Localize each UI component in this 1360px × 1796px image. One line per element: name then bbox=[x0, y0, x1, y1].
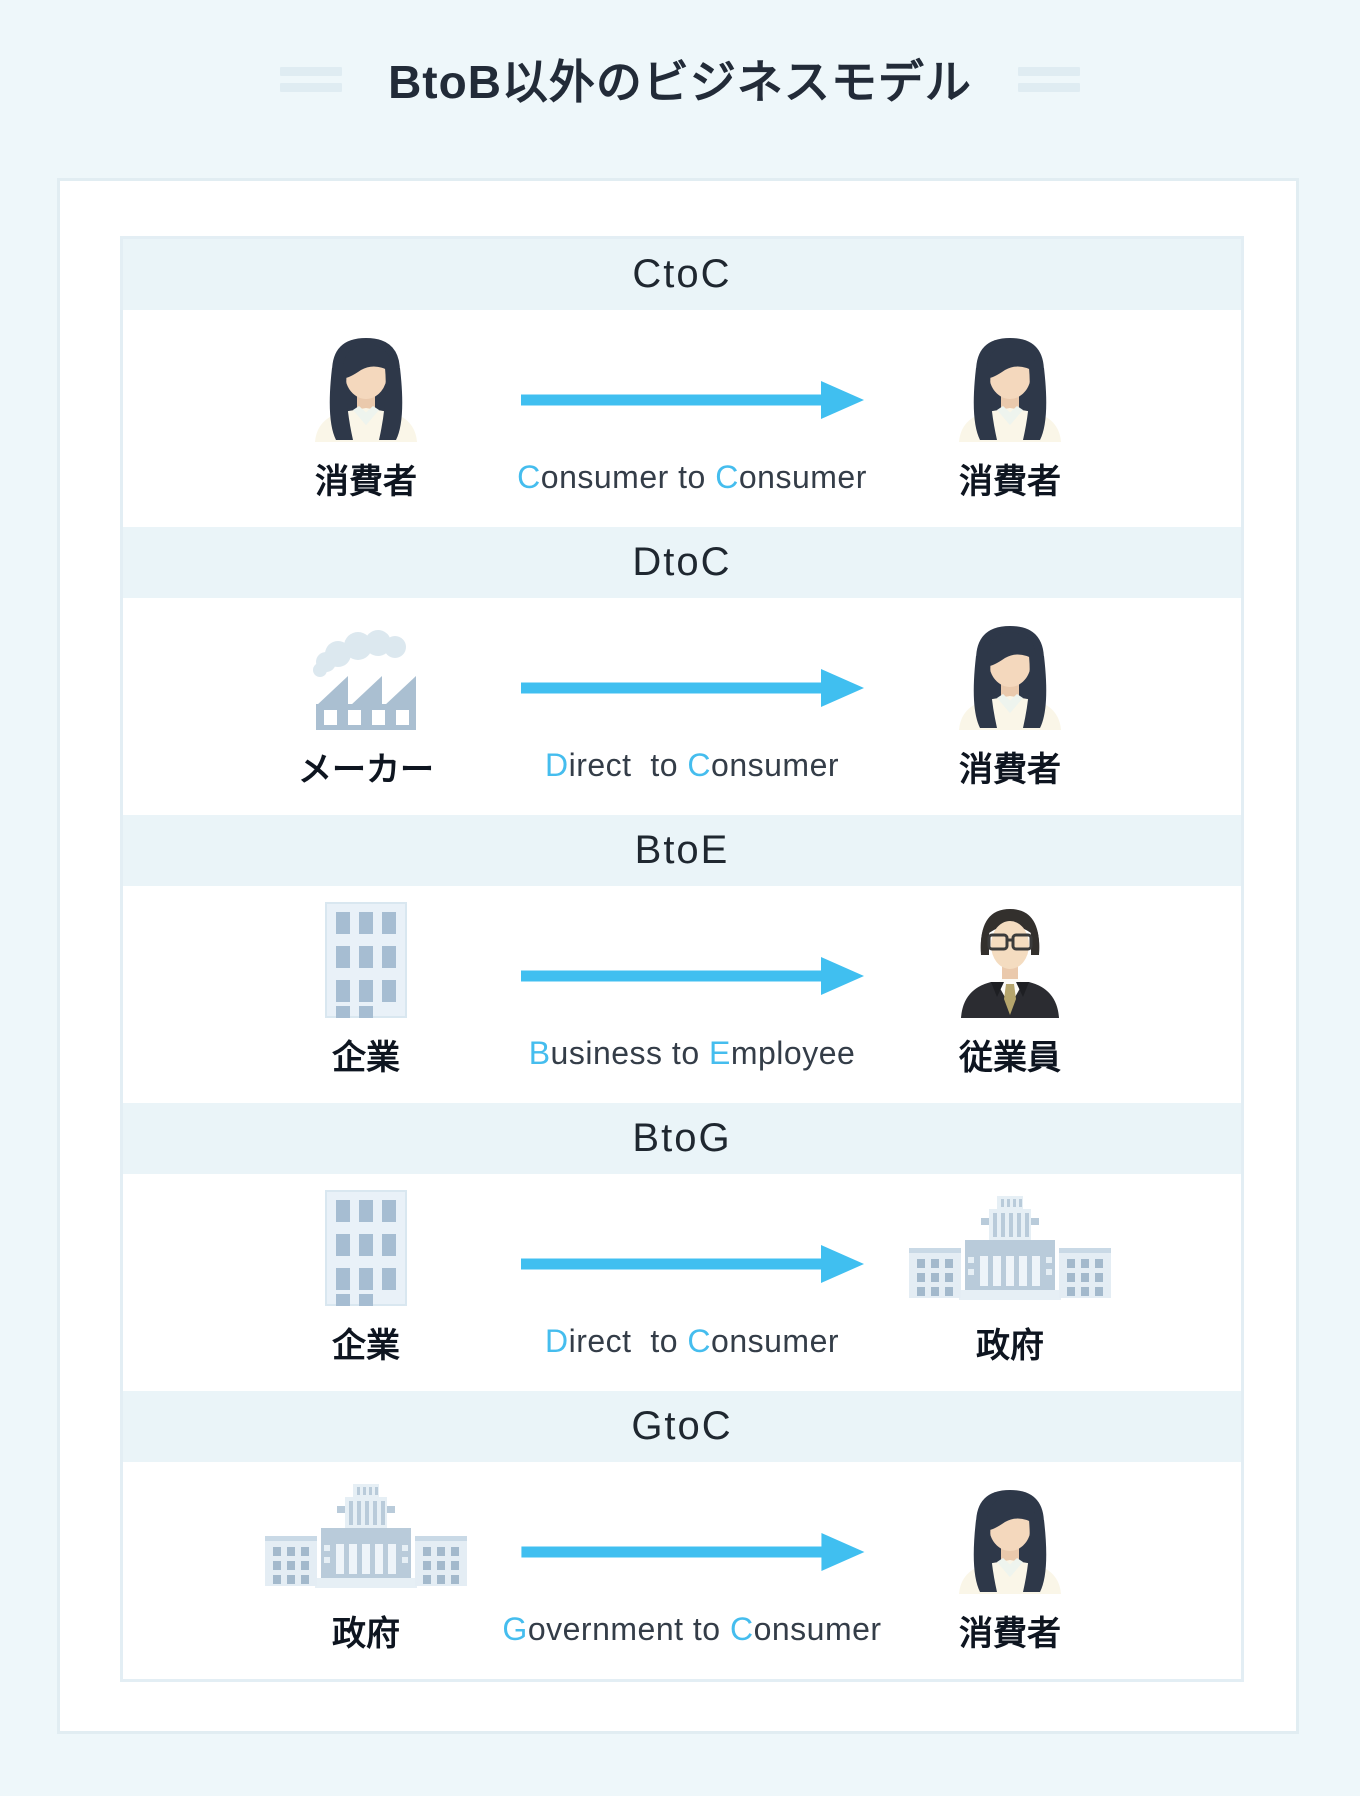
right-entity: 消費者 bbox=[945, 310, 1075, 503]
office-building-icon bbox=[325, 1190, 407, 1306]
woman-avatar-icon bbox=[945, 614, 1075, 730]
relation-caption: Government to Consumer bbox=[502, 1611, 882, 1647]
title-block: BtoB以外のビジネスモデル bbox=[0, 46, 1360, 112]
arrow-right-icon bbox=[517, 954, 867, 998]
right-entity: 消費者 bbox=[945, 1462, 1075, 1655]
row-btoe: BtoE 企業 Business to Employee bbox=[123, 815, 1241, 1103]
left-entity-label: 企業 bbox=[332, 1039, 400, 1077]
title-decoration-right bbox=[1017, 66, 1080, 92]
relation: Government to Consumer bbox=[502, 1462, 881, 1648]
relation: Business to Employee bbox=[517, 886, 867, 1072]
relation-caption: Direct to Consumer bbox=[544, 1323, 840, 1359]
right-entity-label: 消費者 bbox=[959, 1615, 1061, 1653]
business-model-panel: CtoC 消費者 Consumer to Consumer bbox=[120, 236, 1244, 1682]
relation: Direct to Consumer bbox=[517, 598, 867, 784]
left-entity: 企業 bbox=[325, 886, 407, 1079]
arrow-right-icon bbox=[517, 666, 867, 710]
arrow-right-icon bbox=[517, 378, 867, 422]
left-entity: 政府 bbox=[261, 1462, 471, 1655]
content-card: CtoC 消費者 Consumer to Consumer bbox=[57, 178, 1299, 1734]
relation-caption: Business to Employee bbox=[528, 1035, 856, 1071]
row-header: GtoC bbox=[123, 1391, 1241, 1462]
left-entity-label: 消費者 bbox=[315, 463, 417, 501]
right-entity-label: 従業員 bbox=[959, 1039, 1061, 1077]
relation: Direct to Consumer bbox=[517, 1174, 867, 1360]
left-entity: メーカー bbox=[296, 598, 436, 791]
right-entity: 従業員 bbox=[945, 886, 1075, 1079]
woman-avatar-icon bbox=[945, 326, 1075, 442]
left-entity: 消費者 bbox=[301, 310, 431, 503]
row-content: メーカー Direct to Consumer 消費者 bbox=[123, 598, 1241, 815]
row-header: CtoC bbox=[123, 239, 1241, 310]
row-content: 企業 Business to Employee 従業員 bbox=[123, 886, 1241, 1103]
right-entity-label: 政府 bbox=[976, 1327, 1044, 1365]
government-building-icon bbox=[905, 1190, 1115, 1306]
relation-caption: Direct to Consumer bbox=[544, 747, 840, 783]
right-entity-label: 消費者 bbox=[959, 751, 1061, 789]
left-entity: 企業 bbox=[325, 1174, 407, 1367]
row-ctoc: CtoC 消費者 Consumer to Consumer bbox=[123, 239, 1241, 527]
right-entity-label: 消費者 bbox=[959, 463, 1061, 501]
woman-avatar-icon bbox=[945, 1478, 1075, 1594]
left-entity-label: 政府 bbox=[332, 1615, 400, 1653]
woman-avatar-icon bbox=[301, 326, 431, 442]
left-entity-label: 企業 bbox=[332, 1327, 400, 1365]
row-header: BtoG bbox=[123, 1103, 1241, 1174]
row-btog: BtoG 企業 Direct to Consumer bbox=[123, 1103, 1241, 1391]
right-entity: 政府 bbox=[905, 1174, 1115, 1367]
relation-caption: Consumer to Consumer bbox=[517, 459, 867, 495]
page-title: BtoB以外のビジネスモデル bbox=[388, 56, 972, 108]
office-building-icon bbox=[325, 902, 407, 1018]
government-building-icon bbox=[261, 1478, 471, 1594]
relation: Consumer to Consumer bbox=[517, 310, 867, 496]
row-dtoc: DtoC メーカー Direct to Consumer bbox=[123, 527, 1241, 815]
row-content: 消費者 Consumer to Consumer 消費者 bbox=[123, 310, 1241, 527]
row-header: BtoE bbox=[123, 815, 1241, 886]
row-header: DtoC bbox=[123, 527, 1241, 598]
title-decoration-left bbox=[280, 66, 343, 92]
arrow-right-icon bbox=[517, 1530, 867, 1574]
right-entity: 消費者 bbox=[945, 598, 1075, 791]
factory-icon bbox=[296, 614, 436, 730]
row-gtoc: GtoC 政府 Government to Consumer bbox=[123, 1391, 1241, 1679]
businessman-avatar-icon bbox=[945, 902, 1075, 1018]
row-content: 政府 Government to Consumer 消費者 bbox=[123, 1462, 1241, 1679]
left-entity-label: メーカー bbox=[298, 751, 434, 789]
arrow-right-icon bbox=[517, 1242, 867, 1286]
row-content: 企業 Direct to Consumer 政府 bbox=[123, 1174, 1241, 1391]
